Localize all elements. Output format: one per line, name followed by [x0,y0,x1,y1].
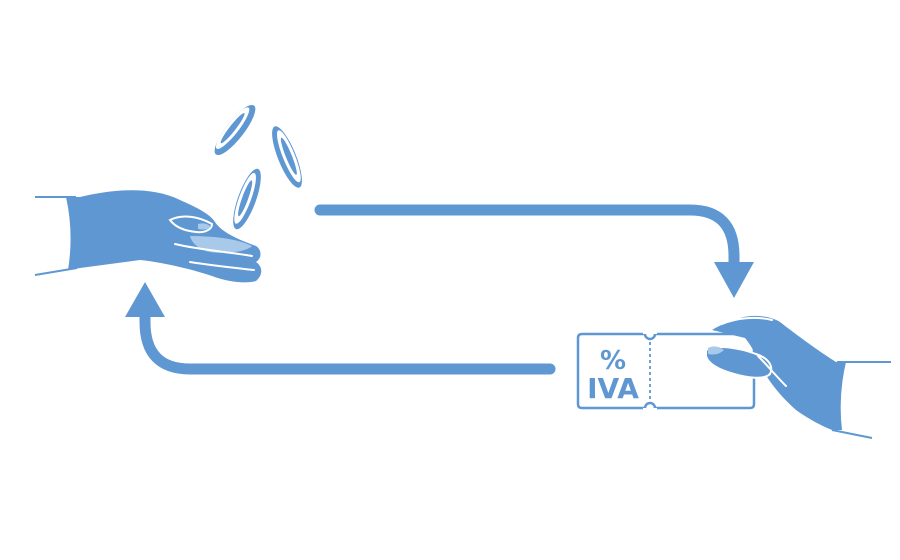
receiving-hand-icon [705,315,891,439]
coin-icon [214,104,256,156]
coin-icon [272,126,302,188]
arrow-right-down-icon [314,204,754,298]
ticket-percent-symbol: % [600,346,626,376]
coin-icon [233,168,261,230]
ticket-iva-label: IVA [587,372,639,405]
arrow-left-up-icon [125,282,556,375]
giving-hand-icon [34,190,262,283]
